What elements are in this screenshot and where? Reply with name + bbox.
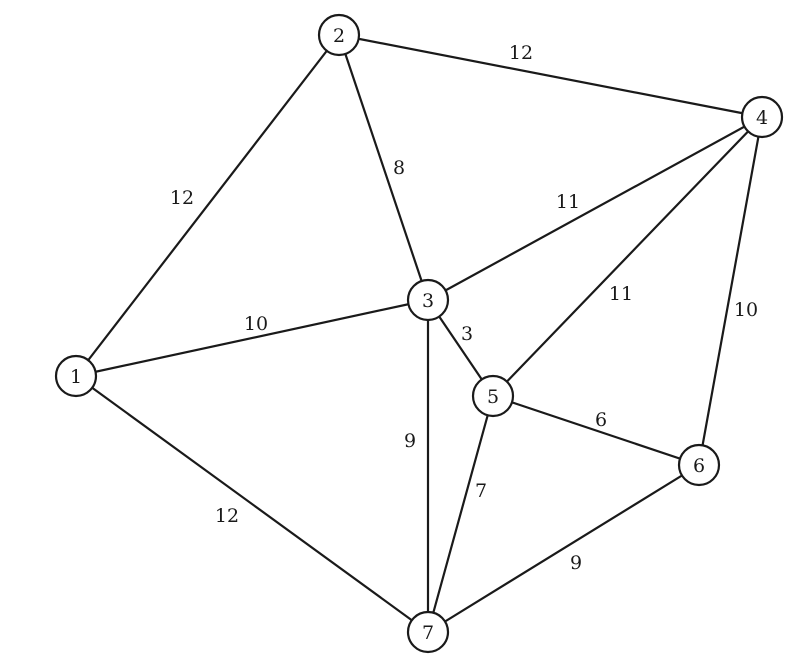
node-label-4: 4 [756,107,768,129]
node-label-5: 5 [487,386,499,408]
node-circle-2 [317,13,361,57]
edge-weight-labels: 12 12 8 10 11 3 11 10 6 9 7 9 12 [170,42,758,574]
node-circle-3 [406,278,450,322]
edge-4-5 [491,115,764,398]
edge-weight-label-2-4: 12 [509,42,533,64]
node-circle-7 [406,610,450,654]
edge-5-7 [426,394,495,634]
edge-weight-label-2-3: 8 [393,157,405,179]
node-label-6: 6 [693,455,705,477]
edge-weight-label-5-6: 6 [595,409,607,431]
edge-weight-label-3-7: 9 [404,430,416,452]
edges-layer [74,33,764,634]
node-label-3: 3 [422,290,434,312]
edge-1-7 [74,374,430,634]
node-label-7: 7 [422,622,434,644]
edge-2-3 [337,33,430,302]
edge-weight-label-1-3: 10 [244,313,268,335]
node-circle-5 [471,374,515,418]
node-circle-1 [54,354,98,398]
edge-6-7 [426,463,701,634]
edge-weight-label-1-2: 12 [170,187,194,209]
node-circle-6 [677,443,721,487]
node-label-2: 2 [333,25,345,47]
edge-3-4 [426,115,764,302]
edge-5-6 [491,394,701,467]
edge-1-3 [74,298,430,378]
edge-weight-label-3-4: 11 [556,191,580,213]
edge-weight-label-4-5: 11 [609,283,633,305]
edge-weight-label-1-7: 12 [215,505,239,527]
node-7: 7 [406,610,450,654]
node-6: 6 [677,443,721,487]
edge-weight-label-5-7: 7 [475,480,487,502]
node-4: 4 [740,95,784,139]
node-1: 1 [54,354,98,398]
node-3: 3 [406,278,450,322]
edge-weight-label-6-7: 9 [570,552,582,574]
edge-1-2 [74,33,341,378]
node-label-1: 1 [70,366,82,388]
node-5: 5 [471,374,515,418]
edge-2-4 [337,33,764,119]
edge-weight-label-3-5: 3 [461,323,473,345]
edge-4-6 [697,115,764,467]
node-circle-4 [740,95,784,139]
edge-weight-label-4-6: 10 [734,299,758,321]
node-2: 2 [317,13,361,57]
